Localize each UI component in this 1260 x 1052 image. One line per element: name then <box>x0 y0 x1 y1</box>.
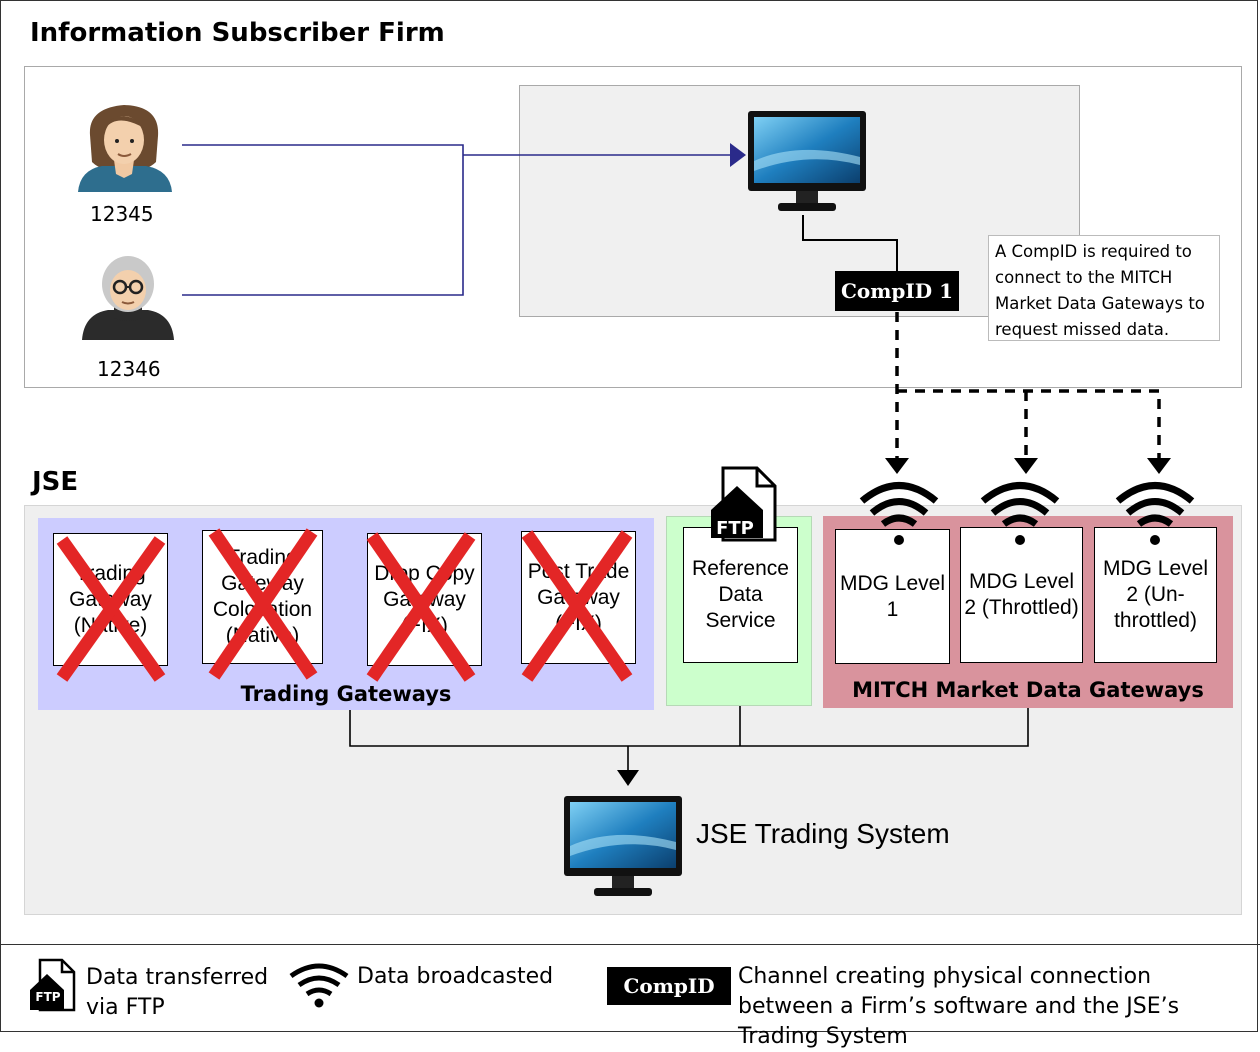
reference-data-service: Reference Data Service <box>683 527 798 663</box>
legend-compid-text: Channel creating physical connection bet… <box>738 964 1180 1049</box>
legend-compid-badge: CompID <box>607 967 731 1005</box>
jse-title: JSE <box>32 467 79 497</box>
legend-ftp-text: Data transferred via FTP <box>86 965 269 1020</box>
mdg-level-2-throttled: MDG Level 2 (Throttled) <box>960 527 1083 663</box>
mdg-label: MITCH Market Data Gateways <box>852 678 1204 702</box>
user-id: 12346 <box>97 357 161 381</box>
cross-mark-icon <box>521 530 633 682</box>
user-grey-hair-glasses-icon <box>82 256 174 340</box>
firm-title: Information Subscriber Firm <box>30 18 445 48</box>
compid-1-badge: CompID 1 <box>835 271 959 311</box>
jse-trading-system-label: JSE Trading System <box>696 818 950 849</box>
ftp-file-icon <box>711 466 777 542</box>
user-brown-hair-icon <box>78 105 172 192</box>
ftp-file-icon <box>30 958 76 1012</box>
user-id: 12345 <box>90 202 154 226</box>
ftp-badge: FTP <box>716 518 754 539</box>
arrow-to-trading-system <box>617 770 639 786</box>
mdg-level-1: MDG Level 1 <box>835 529 950 664</box>
wifi-broadcast-icon <box>859 482 939 527</box>
cross-mark-icon <box>366 532 476 682</box>
legend-ftp-badge: FTP <box>35 990 61 1004</box>
monitor-to-compid-line <box>802 215 898 271</box>
trading-gateways-label: Trading Gateways <box>240 682 452 706</box>
wifi-broadcast-icon <box>1115 482 1195 527</box>
wifi-broadcast-icon <box>980 482 1060 527</box>
cross-mark-icon <box>56 536 166 682</box>
cross-mark-icon <box>208 528 318 680</box>
arrow-to-monitor <box>730 143 746 167</box>
diagram-frame <box>0 0 1258 1032</box>
monitor-icon <box>748 111 866 211</box>
monitor-icon <box>564 796 682 896</box>
gateway-to-system-lines <box>349 706 1029 772</box>
wifi-broadcast-icon <box>289 963 349 1008</box>
legend-divider <box>0 944 1260 945</box>
legend-broadcast-text: Data broadcasted <box>357 964 554 989</box>
mdg-level-2-unthrottled: MDG Level 2 (Un-throttled) <box>1094 527 1217 663</box>
user-connector-lines <box>182 144 733 296</box>
dashed-arrowheads <box>885 458 1171 474</box>
compid-note: A CompID is required to connect to the M… <box>988 235 1220 341</box>
compid-dashed-lines <box>895 312 1161 458</box>
